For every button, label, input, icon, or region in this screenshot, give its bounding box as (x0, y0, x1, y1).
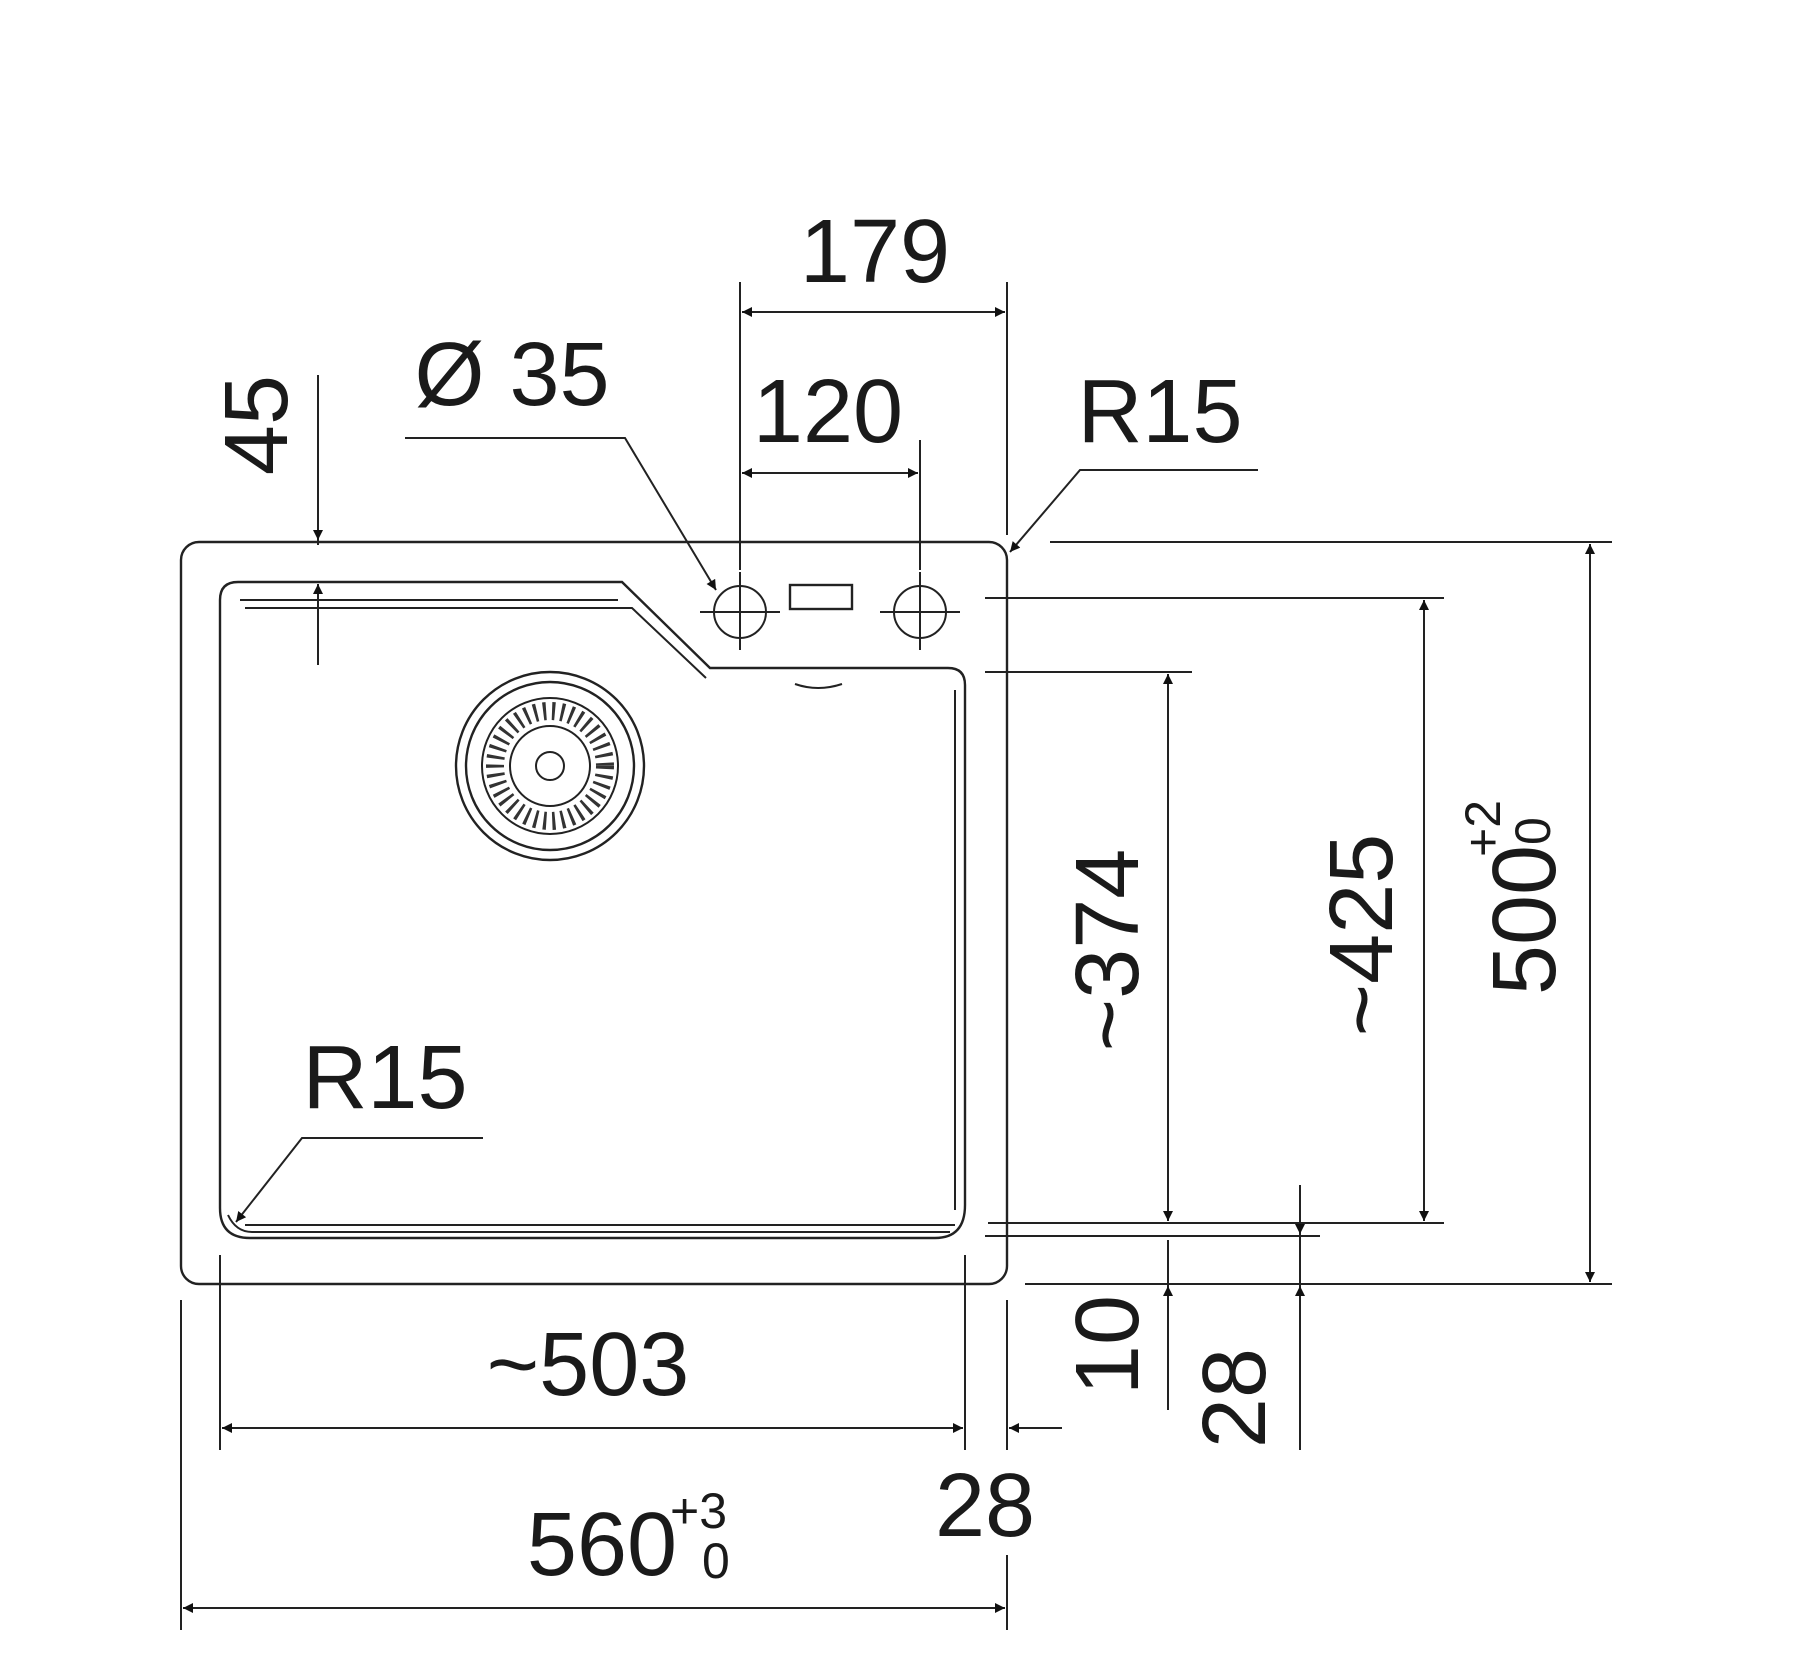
bowl-outline (218, 580, 967, 1240)
dim-ledge-depth-label: 45 (207, 375, 307, 475)
dim-overall-depth: 500 +2 0 (1455, 800, 1575, 995)
sink-outer-rim (179, 540, 1009, 1286)
dim-tap-spacing-outer-label: 179 (800, 202, 950, 302)
drain-strainer-icon (454, 670, 646, 862)
dim-dia35-leader (405, 437, 717, 591)
dim-overall-depth-tol-lower: 0 (1505, 817, 1561, 845)
tap-hole-left-icon (700, 572, 780, 650)
tap-slot-icon (788, 583, 854, 611)
overflow-icon (794, 683, 843, 689)
dim-side-rim-label: 28 (935, 1456, 1035, 1556)
dim-inner-depth-label: ~425 (1312, 834, 1412, 1037)
sink-outline (179, 540, 1009, 1286)
dimension-lines (183, 307, 1595, 1613)
dim-r15-top-leader (1009, 469, 1258, 553)
dim-overall-width-tol-upper: +3 (670, 1483, 727, 1539)
extension-lines (180, 282, 1612, 1630)
dim-bowl-depth-label: ~374 (1058, 849, 1158, 1052)
dim-overall-width-tol-lower: 0 (702, 1533, 730, 1589)
dim-tap-spacing-inner-label: 120 (753, 362, 903, 462)
bowl-inner-line-top2 (245, 607, 707, 679)
dim-corner-radius-top-label: R15 (1077, 362, 1242, 462)
dim-bottom-rim-28-label: 28 (1185, 1348, 1285, 1448)
dim-bottom-rim-10-label: 10 (1058, 1295, 1158, 1395)
dim-r15-bowl-leader (235, 1137, 483, 1223)
dim-overall-width: 560 +3 0 (527, 1483, 730, 1595)
tap-hole-right-icon (880, 572, 960, 650)
dim-overall-depth-tol-upper: +2 (1455, 800, 1511, 857)
dim-bowl-width-label: ~503 (487, 1315, 690, 1415)
bowl-inner-line-bottom2 (227, 1214, 950, 1233)
dim-overall-depth-label: 500 (1475, 845, 1575, 995)
dim-corner-radius-bowl-label: R15 (302, 1028, 467, 1128)
dim-tap-hole-diameter-label: Ø 35 (414, 325, 609, 425)
dim-overall-width-label: 560 (527, 1495, 677, 1595)
